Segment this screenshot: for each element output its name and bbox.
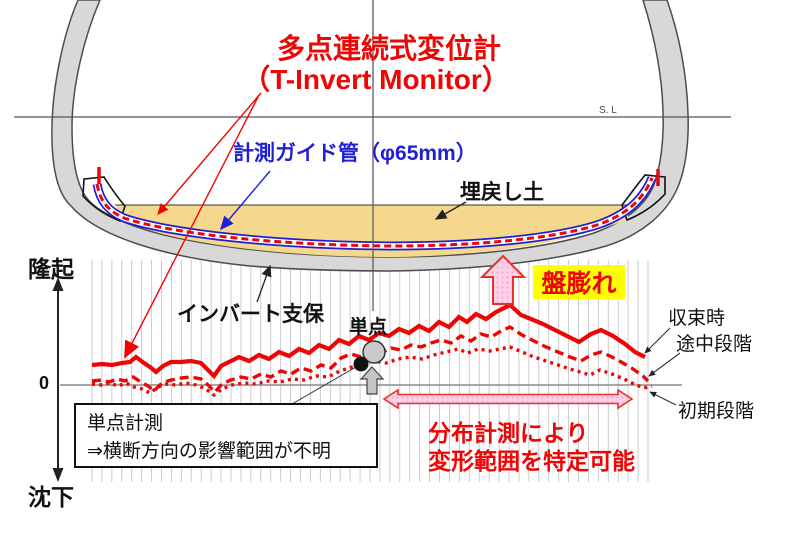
legend-arrow-intermediate — [648, 352, 681, 377]
axis-up-label: 隆起 — [28, 256, 75, 282]
axis-arrow-down-icon — [52, 468, 64, 482]
deformation-range-arrow-icon — [382, 388, 634, 410]
single-point-dot-icon — [353, 356, 369, 372]
series-solid — [91, 302, 646, 380]
single-point-gauge-icon — [362, 340, 386, 364]
legend-label-converged: 収束時 — [668, 307, 725, 329]
axis-arrow-up-icon — [52, 277, 64, 291]
heave-up-arrow-icon — [479, 254, 527, 305]
heave-label: 盤膨れ — [541, 270, 616, 298]
single-point-up-arrow-icon — [359, 366, 385, 395]
legend-label-intermediate: 途中段階 — [676, 333, 752, 355]
spring-line-label: S. L — [599, 105, 617, 116]
note-box-line1: 単点計測 — [87, 412, 163, 434]
guide-tube-arrow — [220, 170, 271, 231]
axis-down-label: 沈下 — [28, 484, 74, 510]
legend-label-initial: 初期段階 — [678, 400, 754, 422]
single-point-label: 単点 — [349, 315, 387, 338]
invert-displacement-sensor-line — [95, 177, 654, 248]
monitor-arrow-to-chart — [124, 94, 260, 359]
invert-support-arrow — [256, 264, 272, 303]
tunnel-lining-band — [51, 0, 689, 272]
note-box-line2: ⇒横断方向の影響範囲が不明 — [87, 440, 331, 462]
distribution-note-line1: 分布計測により — [428, 420, 589, 446]
axis-zero-label: 0 — [39, 373, 49, 393]
distribution-note-line2: 変形範囲を特定可能 — [428, 448, 635, 474]
tunnel-cross-section: S. L — [14, 0, 731, 311]
invert-support-label: インバート支保 — [177, 303, 325, 326]
heave-label-highlight — [533, 265, 625, 299]
single-point-note-box — [74, 403, 378, 468]
legend-arrow-converged — [644, 327, 671, 354]
single-point-marker — [353, 340, 386, 395]
measurement-guide-tube — [92, 176, 657, 251]
monitor-arrow-to-tube — [157, 92, 262, 215]
title-line1: 多点連続式変位計 — [277, 32, 501, 64]
single-point-leader-line — [291, 366, 357, 405]
legend-arrow-initial — [649, 391, 677, 406]
title-line2: （T-Invert Monitor） — [242, 63, 510, 95]
chart-y-axis — [52, 277, 64, 482]
series-dashed — [91, 325, 650, 395]
guide-tube-label: 計測ガイド管（φ65mm） — [233, 141, 477, 165]
backfill-arrow — [434, 201, 467, 220]
backfill-label: 埋戻し土 — [460, 180, 544, 204]
annotation-arrows — [124, 92, 681, 406]
